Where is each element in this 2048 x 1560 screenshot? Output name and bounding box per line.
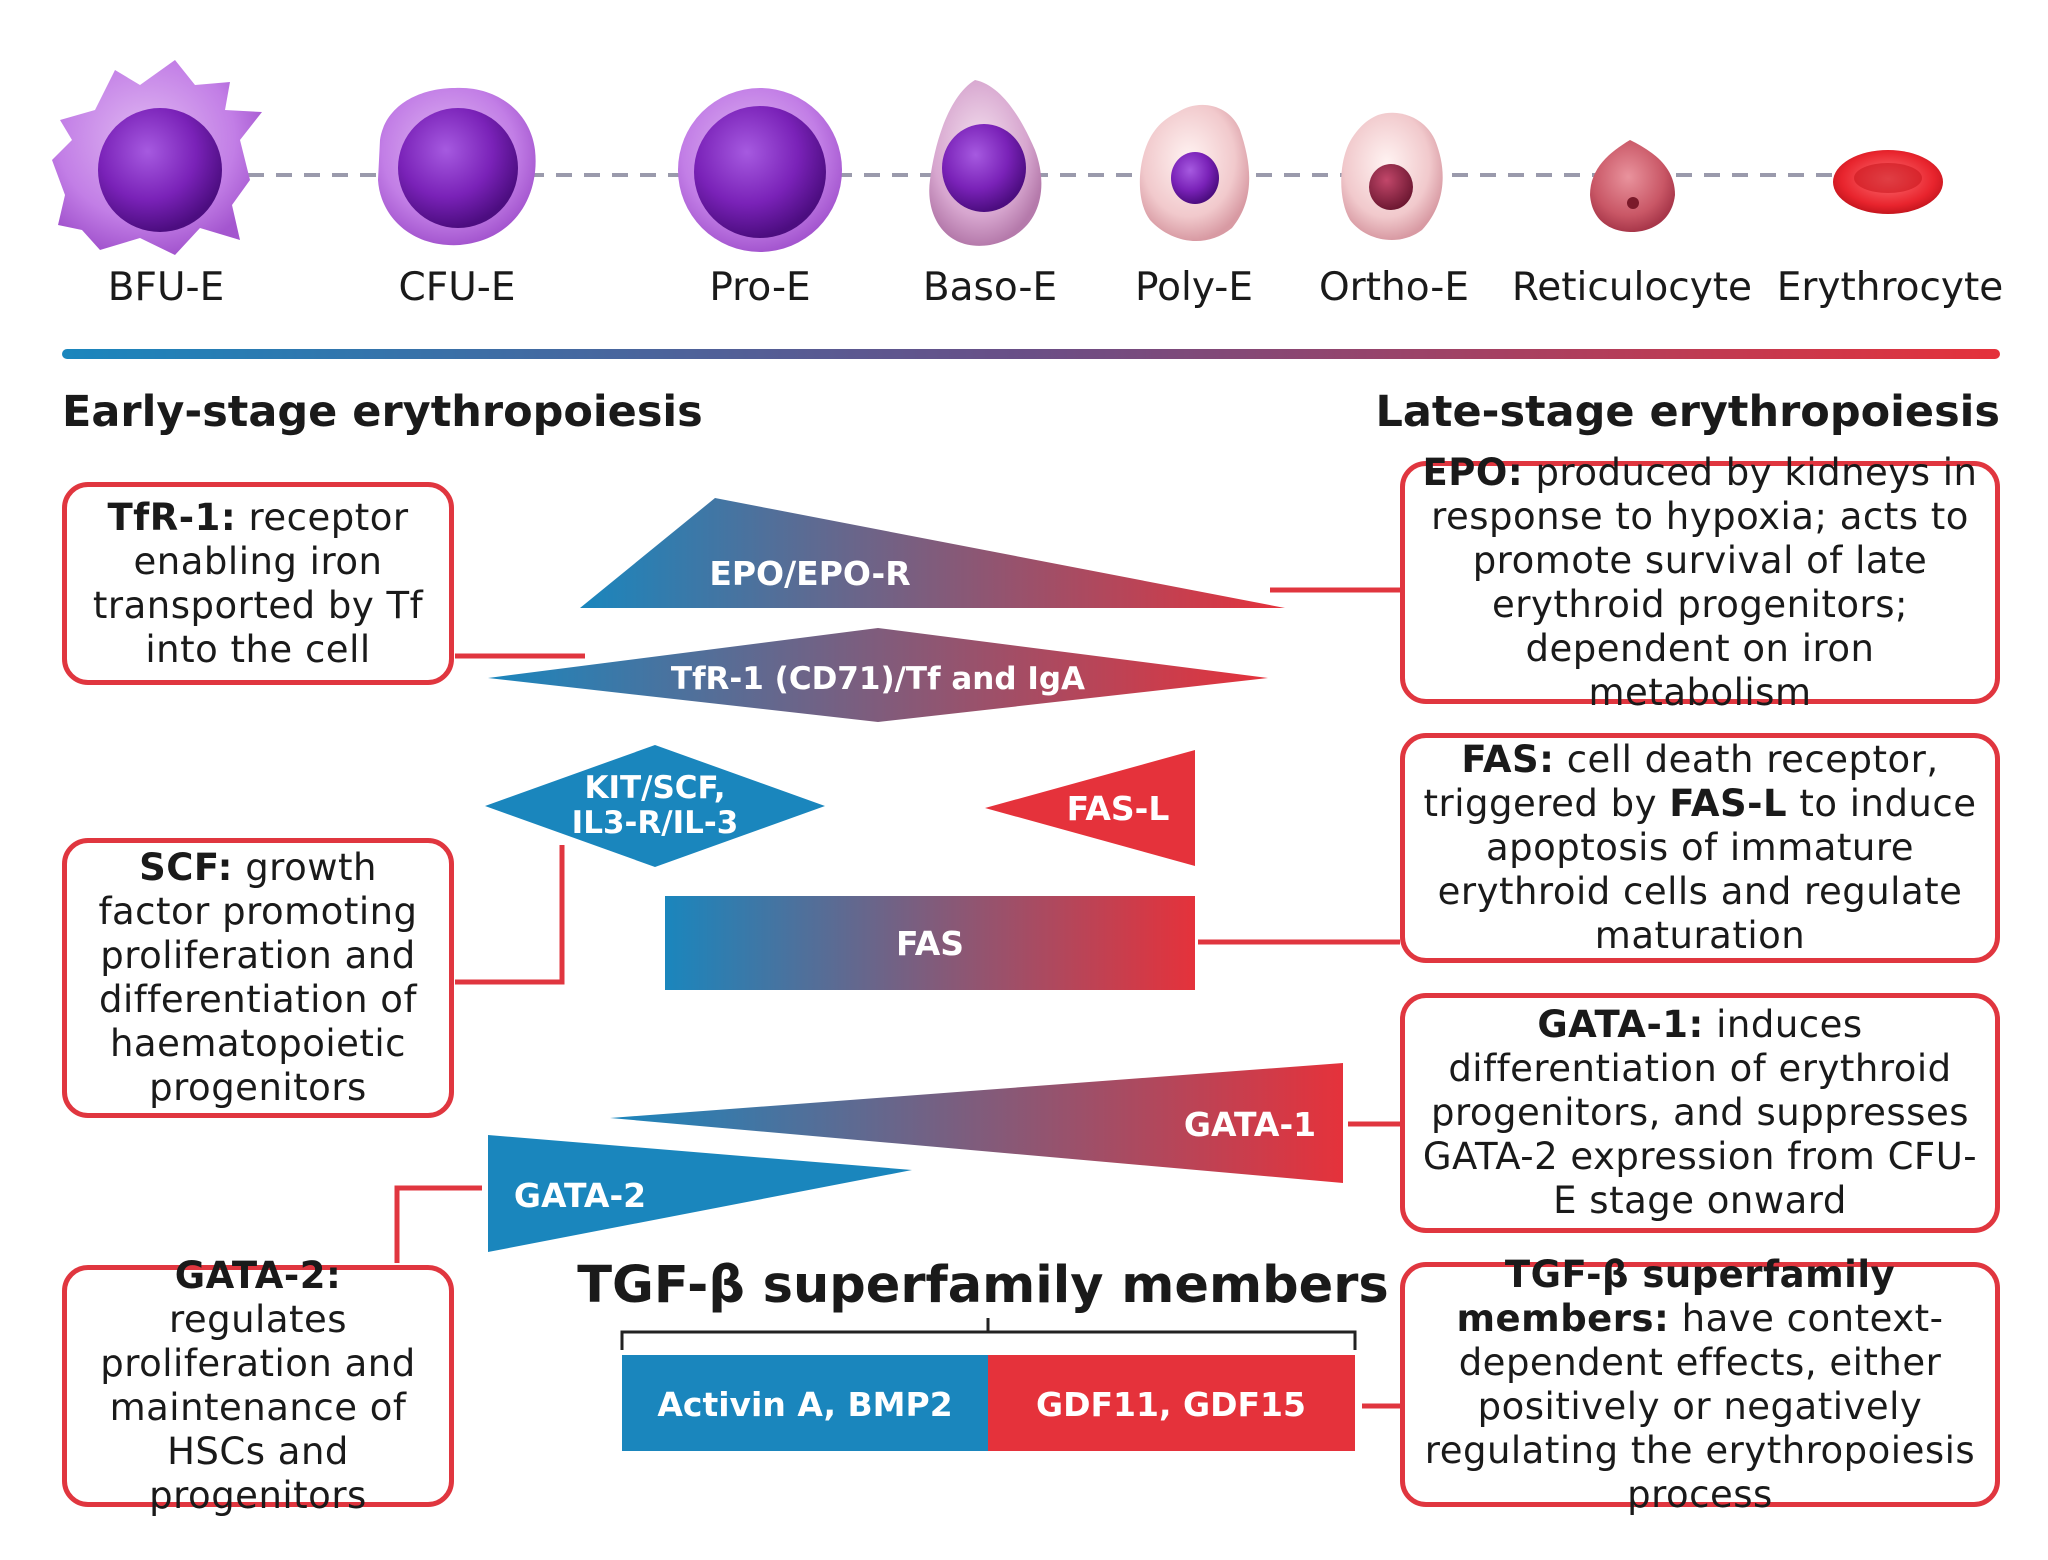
- stage-label-baso-e: Baso-E: [923, 265, 1057, 310]
- gata1-description-box: GATA-1: induces differentiation of eryth…: [1400, 993, 2000, 1233]
- scf-description: SCF: growth factor promoting proliferati…: [81, 846, 435, 1110]
- epo-epor-wedge: [580, 498, 1285, 608]
- epo-epor-label: EPO/EPO-R: [709, 554, 910, 593]
- fas-l-wedge: [985, 750, 1195, 866]
- tfr1-description: TfR-1: receptor enabling iron transporte…: [81, 496, 435, 672]
- tgf-red-segment: [988, 1355, 1355, 1451]
- tfr-label: TfR-1 (CD71)/Tf and IgA: [671, 661, 1085, 697]
- fas-l-term: FAS-L: [1669, 782, 1788, 825]
- fas-bar: [665, 896, 1195, 990]
- kit-scf-diamond: [485, 745, 825, 867]
- gata-2-label: GATA-2: [514, 1176, 646, 1215]
- gata2-text: regulates proliferation and maintenance …: [100, 1298, 416, 1517]
- stage-label-erythrocyte: Erythrocyte: [1777, 265, 2004, 310]
- gata2-description: GATA-2: regulates proliferation and main…: [81, 1254, 435, 1518]
- poly-e-cell-icon: [1139, 104, 1250, 242]
- epo-text: produced by kidneys in response to hypox…: [1431, 450, 1978, 714]
- stage-label-ortho-e: Ortho-E: [1319, 265, 1469, 310]
- tgf-description-box: TGF-β superfamily members: have context-…: [1400, 1253, 2000, 1516]
- scf-text: growth factor promoting proliferation an…: [98, 846, 418, 1109]
- tgf-description: TGF-β superfamily members: have context-…: [1419, 1253, 1981, 1517]
- late-stage-heading: Late-stage erythropoiesis: [1375, 387, 2000, 437]
- scf-term: SCF:: [139, 846, 233, 889]
- tgf-title: TGF-β superfamily members: [577, 1256, 1388, 1315]
- ortho-e-cell-icon: [1341, 112, 1443, 241]
- tfr1-term: TfR-1:: [107, 495, 237, 539]
- reticulocyte-cell-icon: [1590, 140, 1675, 232]
- fas-term: FAS:: [1461, 738, 1555, 781]
- epo-term: EPO:: [1422, 450, 1524, 494]
- tfr-diamond: [488, 628, 1268, 722]
- gata1-text: induces differentiation of erythroid pro…: [1422, 1003, 1978, 1222]
- fas-l-label: FAS-L: [1067, 789, 1170, 828]
- stage-label-poly-e: Poly-E: [1135, 265, 1253, 310]
- gata2-term: GATA-2:: [174, 1254, 342, 1297]
- early-stage-heading: Early-stage erythropoiesis: [62, 387, 703, 437]
- bfu-e-cell-icon: [52, 60, 262, 255]
- gata-1-wedge: [610, 1063, 1343, 1183]
- stage-label-reticulocyte: Reticulocyte: [1512, 265, 1752, 310]
- stage-label-cfu-e: CFU-E: [399, 265, 516, 310]
- cfu-e-cell-icon: [378, 87, 536, 246]
- progression-bar: [62, 349, 2000, 359]
- tgf-red-label: GDF11, GDF15: [1036, 1385, 1306, 1424]
- gata2-description-box: GATA-2: regulates proliferation and main…: [62, 1254, 454, 1517]
- connector-scf: [455, 845, 565, 985]
- stage-label-bfu-e: BFU-E: [108, 265, 224, 310]
- stage-label-pro-e: Pro-E: [709, 265, 810, 310]
- fas-description: FAS: cell death receptor, triggered by F…: [1419, 738, 1981, 958]
- tfr1-text: receptor enabling iron transported by Tf…: [92, 495, 424, 671]
- tfr1-description-box: TfR-1: receptor enabling iron transporte…: [62, 482, 454, 685]
- gata1-term: GATA-1:: [1537, 1003, 1704, 1046]
- tgf-term: TGF-β superfamily members:: [1456, 1252, 1896, 1340]
- fas-label: FAS: [896, 924, 964, 963]
- fas-text-b: to induce apoptosis of immature erythroi…: [1437, 782, 1977, 957]
- erythrocyte-cell-icon: [1833, 150, 1943, 214]
- scf-description-box: SCF: growth factor promoting proliferati…: [62, 838, 454, 1118]
- tgf-bracket: [620, 1330, 1357, 1350]
- gata1-description: GATA-1: induces differentiation of eryth…: [1419, 1003, 1981, 1223]
- kit-scf-label-line1: KIT/SCF,: [584, 770, 725, 806]
- tgf-text: have context-dependent effects, either p…: [1424, 1296, 1976, 1516]
- tgf-blue-segment: [622, 1355, 988, 1451]
- fas-description-box: FAS: cell death receptor, triggered by F…: [1400, 733, 2000, 963]
- epo-description: EPO: produced by kidneys in response to …: [1419, 451, 1981, 715]
- connector-gata2: [394, 1185, 482, 1263]
- gata-1-label: GATA-1: [1184, 1105, 1316, 1144]
- pro-e-cell-icon: [678, 88, 842, 252]
- epo-description-box: EPO: produced by kidneys in response to …: [1400, 451, 2000, 714]
- gata-2-wedge: [488, 1135, 912, 1252]
- tgf-blue-label: Activin A, BMP2: [657, 1385, 952, 1424]
- fas-text-a: cell death receptor, triggered by: [1423, 738, 1939, 825]
- kit-scf-label-line2: IL3-R/IL-3: [572, 805, 739, 841]
- baso-e-cell-icon: [929, 80, 1042, 246]
